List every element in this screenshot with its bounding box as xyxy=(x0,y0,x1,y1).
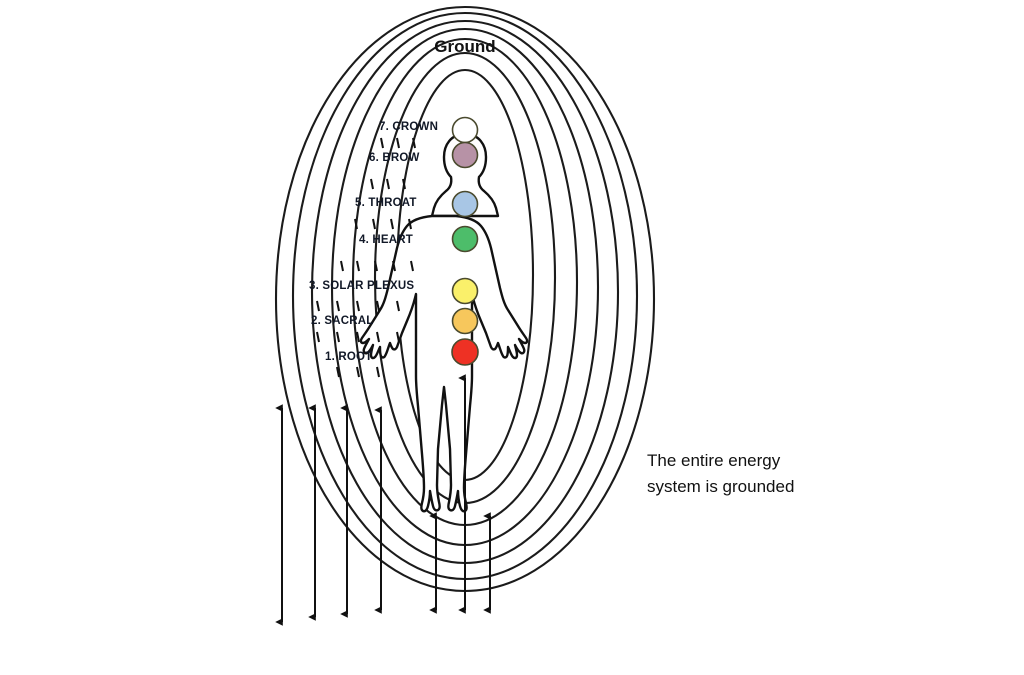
ground-title: Ground xyxy=(434,37,495,56)
tick-sacral-root-1 xyxy=(316,331,320,343)
chakra-label-6: 6. BROW xyxy=(369,152,420,164)
chakra-circle-4 xyxy=(451,225,479,253)
chakra-circle-6 xyxy=(451,141,479,169)
tick-throat-heart-3 xyxy=(390,218,394,230)
tick-solarplexus-sacral-3 xyxy=(356,300,360,312)
tick-solarplexus-sacral-1 xyxy=(316,300,320,312)
tick-heart-solarplexus-5 xyxy=(410,260,414,272)
chakra-circle-2 xyxy=(451,307,479,335)
tick-below-root-1 xyxy=(336,366,340,378)
chakra-label-4: 4. HEART xyxy=(359,234,413,246)
chakra-circle-7 xyxy=(451,116,479,144)
leader-tick-marks xyxy=(316,137,416,378)
tick-solarplexus-sacral-2 xyxy=(336,300,340,312)
tick-sacral-root-5 xyxy=(396,331,400,343)
chakra-label-7: 7. CROWN xyxy=(379,121,438,133)
ground-arrows-center-group xyxy=(429,374,491,614)
tick-brow-throat-2 xyxy=(386,178,390,190)
torso-and-limbs-outline xyxy=(359,214,529,513)
chakra-label-5: 5. THROAT xyxy=(355,197,417,209)
chakra-label-3: 3. SOLAR PLEXUS xyxy=(309,280,414,292)
tick-throat-heart-2 xyxy=(372,218,376,230)
chakra-circle-5 xyxy=(451,190,479,218)
chakra-circle-1 xyxy=(451,338,479,366)
tick-below-root-3 xyxy=(376,366,380,378)
tick-throat-heart-1 xyxy=(354,218,358,230)
tick-sacral-root-4 xyxy=(376,331,380,343)
tick-heart-solarplexus-1 xyxy=(340,260,344,272)
tick-solarplexus-sacral-4 xyxy=(376,300,380,312)
tick-crown-brow-1 xyxy=(380,137,384,149)
chakra-label-2: 2. SACRAL xyxy=(311,315,374,327)
tick-throat-heart-4 xyxy=(408,218,412,230)
tick-heart-solarplexus-2 xyxy=(356,260,360,272)
tick-sacral-root-2 xyxy=(336,331,340,343)
chakra-label-1: 1. ROOT xyxy=(325,351,372,363)
tick-sacral-root-3 xyxy=(356,331,360,343)
chakra-circles-group xyxy=(451,116,479,366)
tick-solarplexus-sacral-5 xyxy=(396,300,400,312)
human-body-silhouette xyxy=(359,132,529,513)
grounded-note-line-1: The entire energy xyxy=(647,451,781,470)
tick-heart-solarplexus-4 xyxy=(392,260,396,272)
chakra-labels-group: 7. CROWN 6. BROW 5. THROAT 4. HEART 3. SOLAR… xyxy=(309,121,438,363)
tick-heart-solarplexus-3 xyxy=(374,260,378,272)
tick-crown-brow-2 xyxy=(396,137,400,149)
tick-crown-brow-3 xyxy=(412,137,416,149)
ground-arrows-left-group xyxy=(275,404,382,626)
tick-brow-throat-3 xyxy=(402,178,406,190)
tick-brow-throat-1 xyxy=(370,178,374,190)
tick-below-root-2 xyxy=(356,366,360,378)
grounded-note-line-2: system is grounded xyxy=(647,477,794,496)
chakra-circle-3 xyxy=(451,277,479,305)
